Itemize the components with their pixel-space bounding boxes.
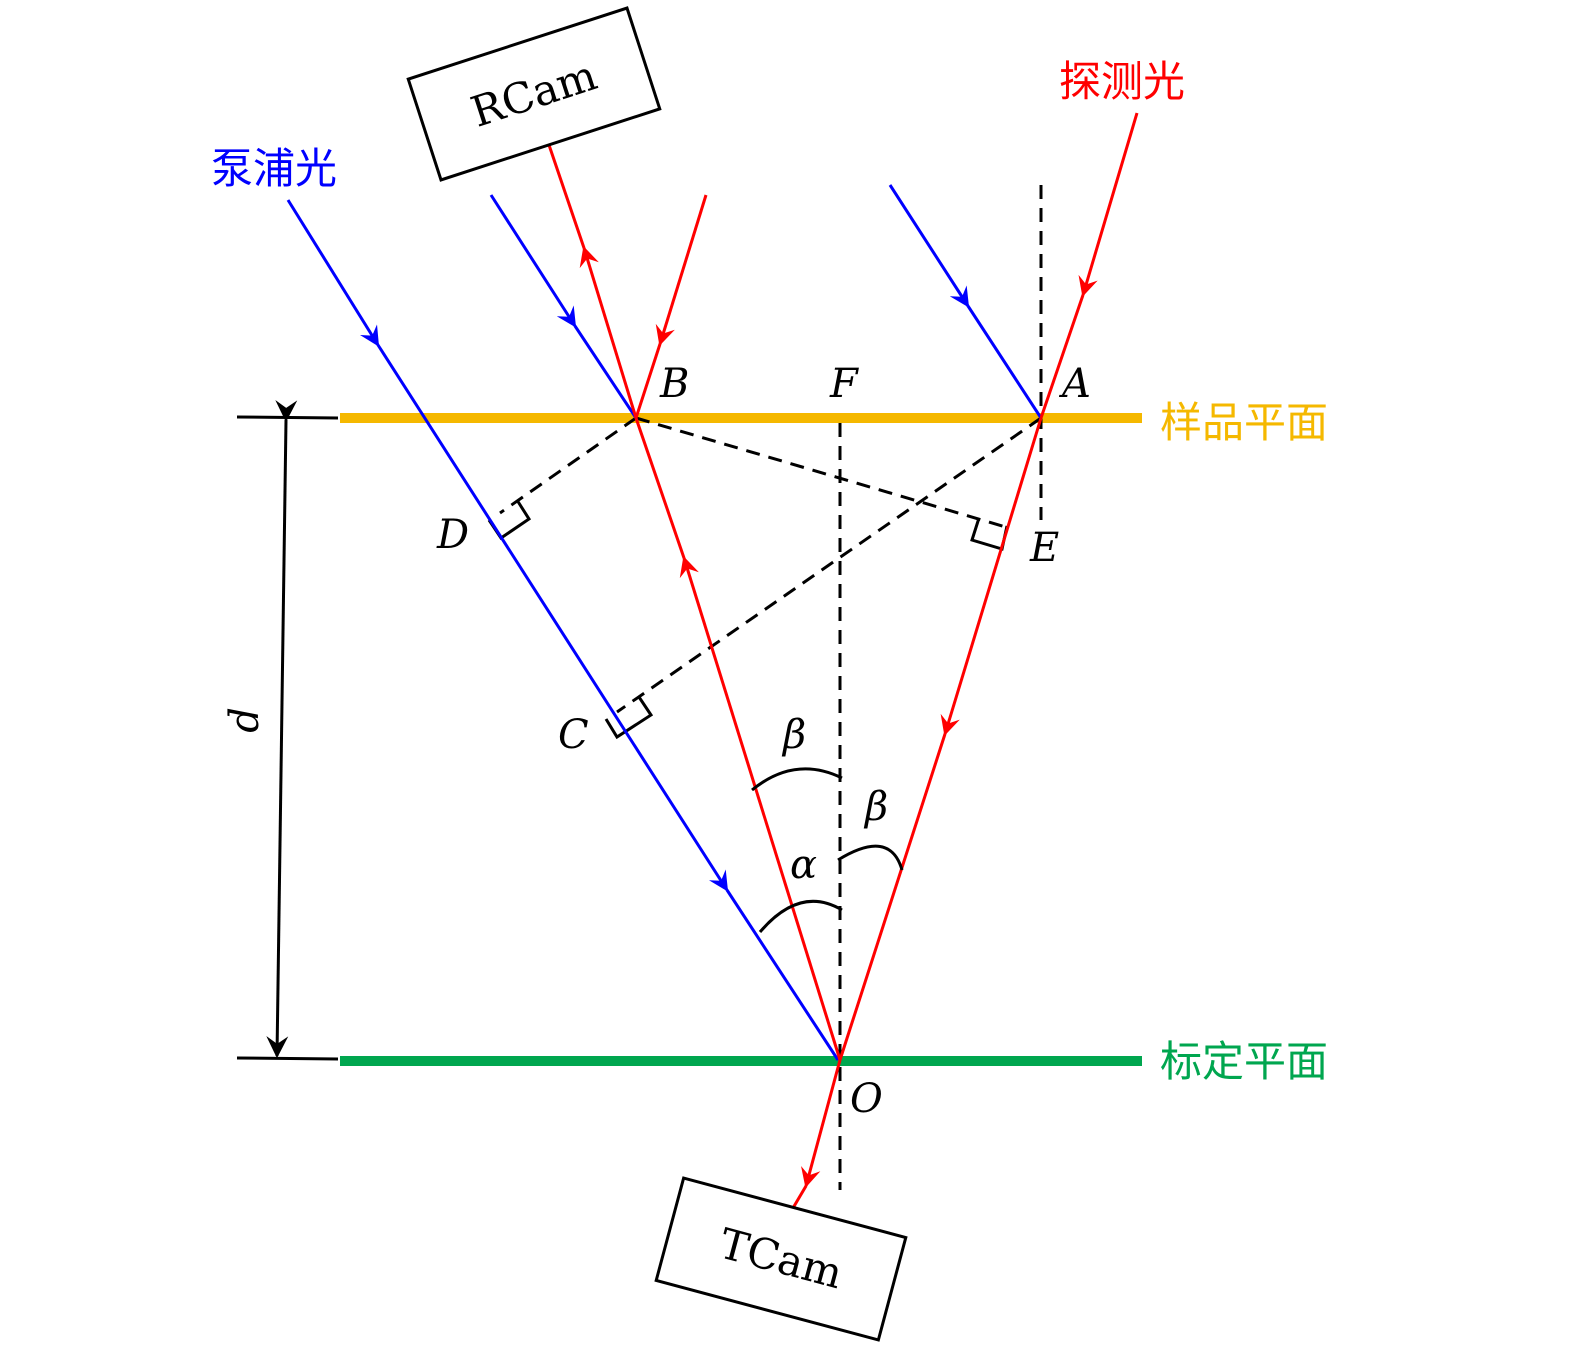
pump-beam-middle <box>489 194 577 328</box>
perpendicular-AC <box>616 416 1042 714</box>
point-O-label: O <box>850 1076 883 1122</box>
angle-arc-beta-left <box>751 767 843 792</box>
pump-beam-left <box>286 199 380 347</box>
angle-arc-beta-right <box>837 844 904 871</box>
dimension-d: d <box>222 400 339 1061</box>
probe-beam-to-B <box>655 194 708 346</box>
calibration-plane-label: 标定平面 <box>1160 1037 1328 1086</box>
point-C-label: C <box>558 712 589 758</box>
perpendicular-BE <box>635 416 1010 530</box>
pump-beams <box>286 184 1043 1061</box>
perpendicular-BD <box>499 416 637 515</box>
right-angle-D <box>487 499 532 541</box>
point-A-label: A <box>1058 361 1091 407</box>
symbol-beta-right: β <box>863 784 888 830</box>
pump-beam-right <box>888 184 970 308</box>
probe-beams <box>547 112 1139 1209</box>
tcam-box: TCam <box>654 1176 908 1342</box>
symbol-beta-left: β <box>781 712 806 758</box>
point-B-label: B <box>659 361 689 407</box>
probe-beam-reflected <box>679 556 842 1061</box>
right-angle-C <box>604 696 654 740</box>
probe-beam-incident <box>1078 112 1139 297</box>
symbol-d: d <box>222 707 268 733</box>
point-E-label: E <box>1029 525 1059 571</box>
rcam-box: RCam <box>406 6 662 182</box>
point-F-label: F <box>829 361 859 407</box>
probe-light-label: 探测光 <box>1059 57 1185 106</box>
symbol-alpha: α <box>790 842 817 888</box>
pump-light-label: 泵浦光 <box>211 144 337 193</box>
point-D-label: D <box>436 512 469 558</box>
sample-plane-label: 样品平面 <box>1160 398 1328 447</box>
angle-arc-alpha <box>758 899 843 933</box>
